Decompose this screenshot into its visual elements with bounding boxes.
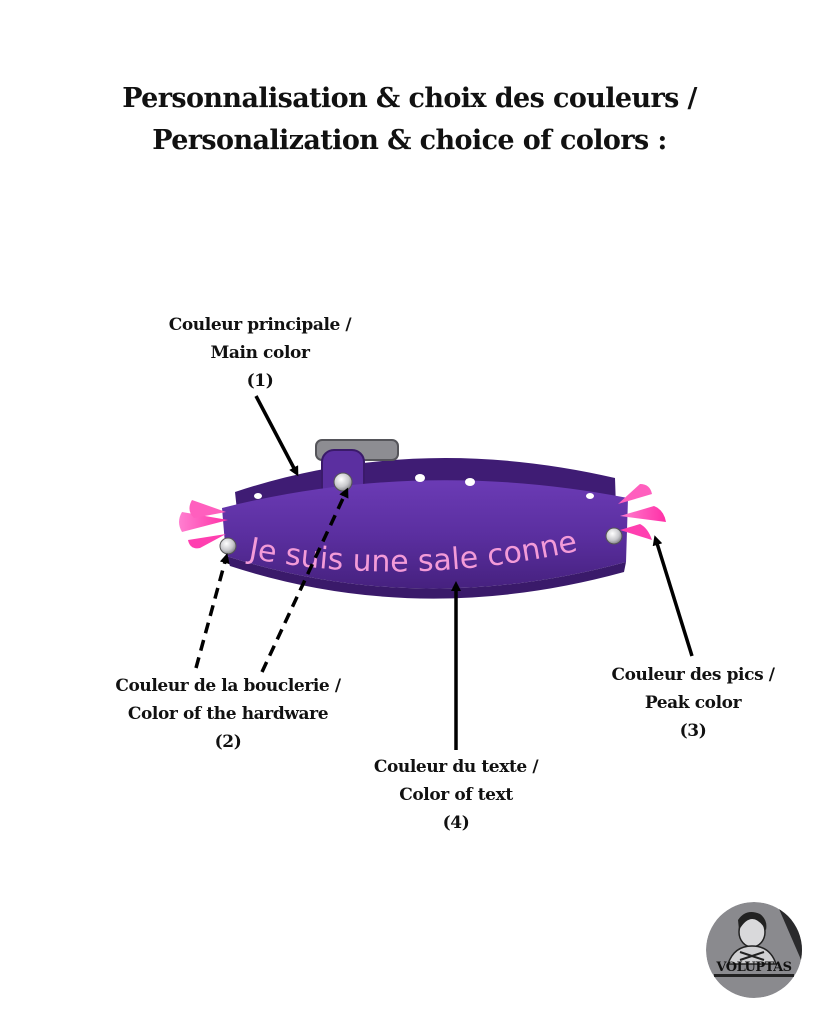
label-peak-en: Peak color (644, 693, 742, 713)
arrow-hardware-left (194, 553, 230, 669)
label-main-num: (1) (246, 371, 274, 391)
right-spike-lower (620, 524, 652, 540)
label-hardware-fr: Couleur de la bouclerie / (115, 676, 341, 696)
left-spike-upper (189, 500, 226, 518)
left-rivet (219, 537, 237, 555)
label-peak-fr: Couleur des pics / (611, 665, 775, 685)
label-hardware-color: Couleur de la bouclerie / Color of the h… (100, 672, 356, 756)
collar-hole (465, 478, 475, 486)
arrow-main-color (254, 395, 299, 477)
collar-front-band (222, 480, 628, 589)
title-line-fr: Personnalisation & choix des couleurs / (122, 83, 697, 114)
label-text-color: Couleur du texte / Color of text (4) (340, 753, 572, 837)
title-line-en: Personalization & choice of colors : (152, 125, 667, 156)
left-spike-lower (188, 534, 226, 549)
label-peak-num: (3) (679, 721, 707, 741)
label-main-en: Main color (210, 343, 310, 363)
page-title: Personnalisation & choix des couleurs / … (0, 78, 819, 162)
label-text-fr: Couleur du texte / (373, 757, 539, 777)
label-text-en: Color of text (399, 785, 513, 805)
arrow-peak-color (652, 535, 694, 657)
logo-badge-icon (706, 902, 802, 998)
left-spike (179, 512, 228, 532)
collar-hole (586, 493, 594, 499)
collar-hole (254, 493, 262, 499)
buckle-rivet (333, 472, 353, 492)
label-hardware-num: (2) (214, 732, 242, 752)
arrow-hardware-buckle (260, 487, 349, 673)
label-main-color: Couleur principale / Main color (1) (140, 311, 380, 395)
logo-text: VOLUPTAS (716, 960, 792, 975)
collar-hole (415, 474, 425, 482)
right-rivet (605, 527, 623, 545)
right-spike-upper (618, 484, 652, 504)
label-peak-color: Couleur des pics / Peak color (3) (590, 661, 796, 745)
label-text-num: (4) (442, 813, 470, 833)
label-hardware-en: Color of the hardware (127, 704, 329, 724)
brand-logo: VOLUPTAS (706, 902, 802, 998)
right-spike (620, 506, 666, 522)
label-main-fr: Couleur principale / (168, 315, 352, 335)
